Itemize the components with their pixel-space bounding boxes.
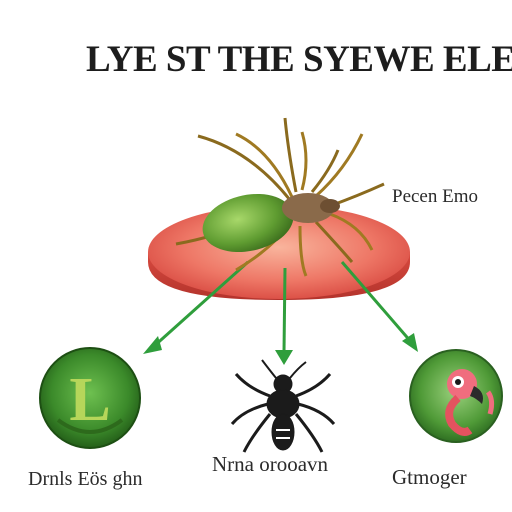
- tick-icon: [175, 117, 385, 277]
- center-caption: Nrna orooavn: [212, 452, 329, 476]
- left-caption: Drnls Eös ghn: [28, 468, 143, 490]
- diagram-title: LYE ST THE SYEWE ELES: [86, 39, 512, 80]
- arrow-to-right: [340, 261, 418, 352]
- right-caption: Gtmoger: [392, 465, 467, 489]
- flamingo-circle-icon: [409, 349, 503, 443]
- letter-l-circle-icon: L: [39, 347, 141, 449]
- arrow-to-left: [143, 260, 250, 354]
- svg-text:L: L: [69, 366, 110, 434]
- arrow-to-center: [275, 267, 293, 365]
- callout-label: Pecen Emo: [392, 186, 479, 207]
- mosquito-icon: [230, 359, 336, 453]
